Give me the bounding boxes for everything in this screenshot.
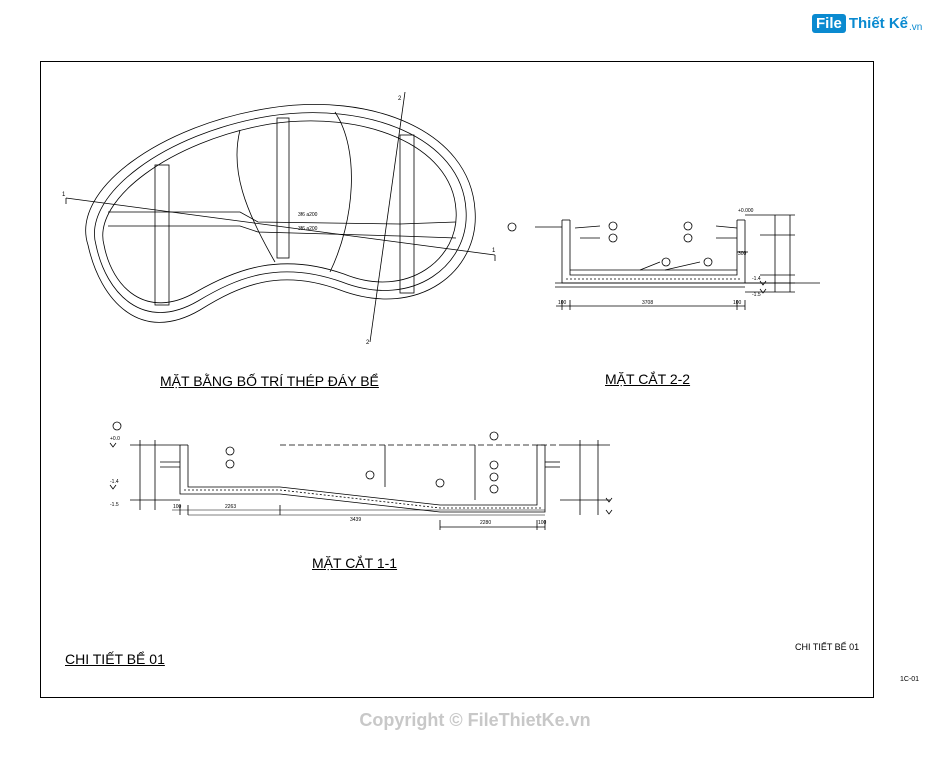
drawing-frame xyxy=(40,61,874,698)
dim-seg-right: 2280 xyxy=(480,520,491,526)
section-2-2-title: MẶT CẮT 2-2 xyxy=(605,371,691,387)
bubble xyxy=(683,221,693,231)
bubble xyxy=(489,431,499,441)
cut-mark-2-top: 2 xyxy=(398,96,402,102)
bubble xyxy=(489,460,499,470)
rebar-label: 3f6 a200 xyxy=(298,212,318,218)
cut-mark-1-left: 1 xyxy=(62,192,66,198)
pool-outline-outer xyxy=(85,104,476,323)
dim-inner: 300 xyxy=(738,251,747,257)
cut-line-2 xyxy=(369,91,406,343)
cut-line-1 xyxy=(65,197,496,256)
dim-seg-mid: 3439 xyxy=(350,517,361,523)
logo-text: Thiết Kế xyxy=(848,15,909,32)
rebar-band xyxy=(108,211,457,239)
bubble xyxy=(435,478,445,488)
bubble xyxy=(225,459,235,469)
bubble xyxy=(489,484,499,494)
pool-outline-mid xyxy=(94,112,467,313)
sheet-title: CHI TIẾT BỂ 01 xyxy=(65,651,165,667)
bubble xyxy=(112,421,122,431)
level: +0.000 xyxy=(738,208,754,214)
logo-box: File xyxy=(812,14,846,33)
bubble xyxy=(608,233,618,243)
level: -1.5 xyxy=(110,502,119,508)
bubble xyxy=(608,221,618,231)
dim-side-right: 100 xyxy=(733,300,742,306)
rebar-strip-left xyxy=(154,164,170,306)
rebar-curve-2 xyxy=(329,111,352,273)
cut-mark-1-right: 1 xyxy=(492,248,496,254)
level: -1.5 xyxy=(752,292,761,298)
bubble xyxy=(365,470,375,480)
level: -1.4 xyxy=(110,479,119,485)
section-1-1-title: MẶT CẮT 1-1 xyxy=(312,555,398,571)
plan-title: MẶT BẰNG BỐ TRÍ THÉP ĐÁY BỂ xyxy=(160,373,379,389)
dim-width: 3708 xyxy=(642,300,653,306)
bubble xyxy=(661,257,671,267)
copyright-watermark: Copyright © FileThietKe.vn xyxy=(359,710,591,730)
rebar-curve-1 xyxy=(236,129,276,263)
level: -1.4 xyxy=(752,276,761,282)
level: +0.0 xyxy=(110,436,120,442)
dim-side-left: 100 xyxy=(173,504,182,510)
logo-suffix: .vn xyxy=(909,22,923,33)
bubble xyxy=(683,233,693,243)
dim-seg-left: 2263 xyxy=(225,504,236,510)
sheet-title-small: CHI TIẾT BỂ 01 xyxy=(795,642,860,652)
dim-side-left: 100 xyxy=(558,300,567,306)
cut-mark-2-bottom: 2 xyxy=(366,340,370,346)
rebar-strip-mid xyxy=(276,117,290,259)
site-logo: File Thiết Kế .vn xyxy=(812,14,922,33)
bubble xyxy=(225,446,235,456)
bubble xyxy=(507,222,517,232)
bubble xyxy=(703,257,713,267)
rebar-label: 3f6 a200 xyxy=(298,226,318,232)
section-1-1 xyxy=(109,421,613,530)
section-2-2 xyxy=(507,214,820,310)
sheet-code: 1C-01 xyxy=(900,676,920,683)
dim-side-right: 100 xyxy=(538,520,547,526)
rebar-strip-right xyxy=(399,134,415,294)
bubble xyxy=(489,472,499,482)
